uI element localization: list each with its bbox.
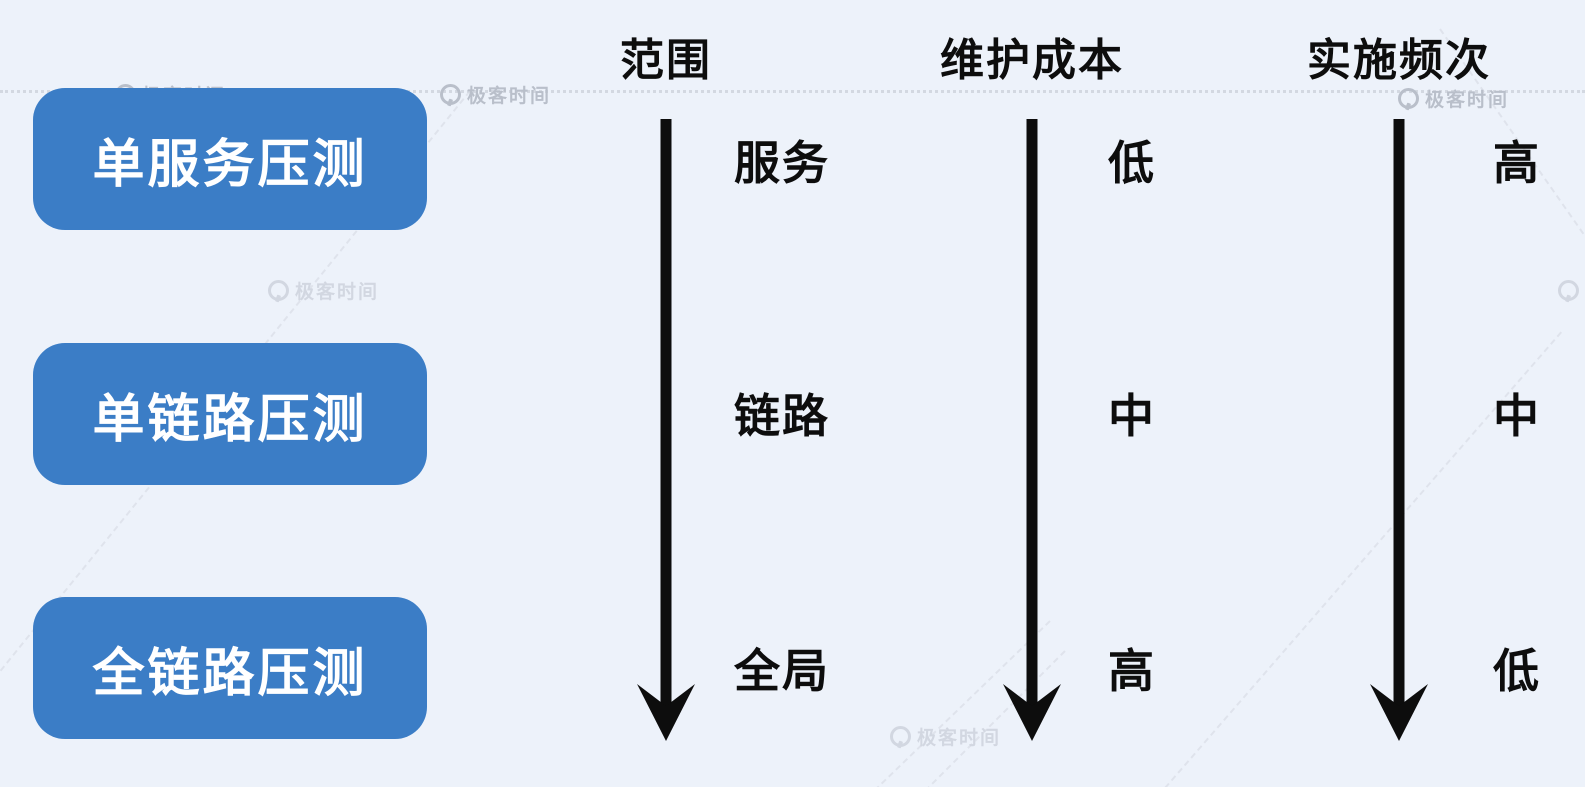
- row-box-label: 全链路压测: [92, 644, 368, 703]
- watermark-label: 极客时间: [917, 728, 1002, 749]
- watermark: 极客时间: [1558, 277, 1585, 304]
- cell-cost-high: 高: [1108, 645, 1156, 697]
- geektime-pin-icon: [268, 280, 289, 301]
- cell-frequency-high: 高: [1493, 137, 1541, 189]
- watermark: 极客时间: [268, 277, 379, 304]
- cell-frequency-medium: 中: [1493, 390, 1541, 442]
- scope-arrow-icon: [637, 119, 695, 741]
- geektime-pin-icon: [1558, 280, 1579, 301]
- row-box-label: 单链路压测: [92, 390, 368, 449]
- column-header-frequency: 实施频次: [1307, 36, 1491, 85]
- column-header-scope: 范围: [620, 36, 712, 85]
- frequency-arrow-icon: [1370, 119, 1428, 741]
- watermark-label: 极客时间: [467, 86, 552, 107]
- row-box-single-service: 单服务压测: [33, 88, 427, 230]
- watermark: 极客时间: [1398, 85, 1509, 112]
- watermark: 极客时间: [440, 81, 551, 108]
- column-header-maintenance-cost: 维护成本: [940, 36, 1124, 85]
- geektime-pin-icon: [1398, 88, 1419, 109]
- cell-scope-global: 全局: [734, 645, 830, 697]
- geektime-pin-icon: [890, 726, 911, 747]
- cell-frequency-low: 低: [1493, 645, 1541, 697]
- dashed-divider-line: [0, 90, 1585, 93]
- watermark-label: 极客时间: [1425, 90, 1510, 111]
- cell-cost-medium: 中: [1108, 390, 1156, 442]
- row-box-single-link: 单链路压测: [33, 343, 427, 485]
- watermark-label: 极客时间: [295, 282, 380, 303]
- row-box-label: 单服务压测: [92, 135, 368, 194]
- row-box-full-link: 全链路压测: [33, 597, 427, 739]
- watermark: 极客时间: [890, 723, 1001, 750]
- maintenance-cost-arrow-icon: [1003, 119, 1061, 741]
- geektime-pin-icon: [440, 84, 461, 105]
- cell-cost-low: 低: [1108, 137, 1156, 189]
- cell-scope-link: 链路: [734, 390, 830, 442]
- cell-scope-service: 服务: [734, 137, 830, 189]
